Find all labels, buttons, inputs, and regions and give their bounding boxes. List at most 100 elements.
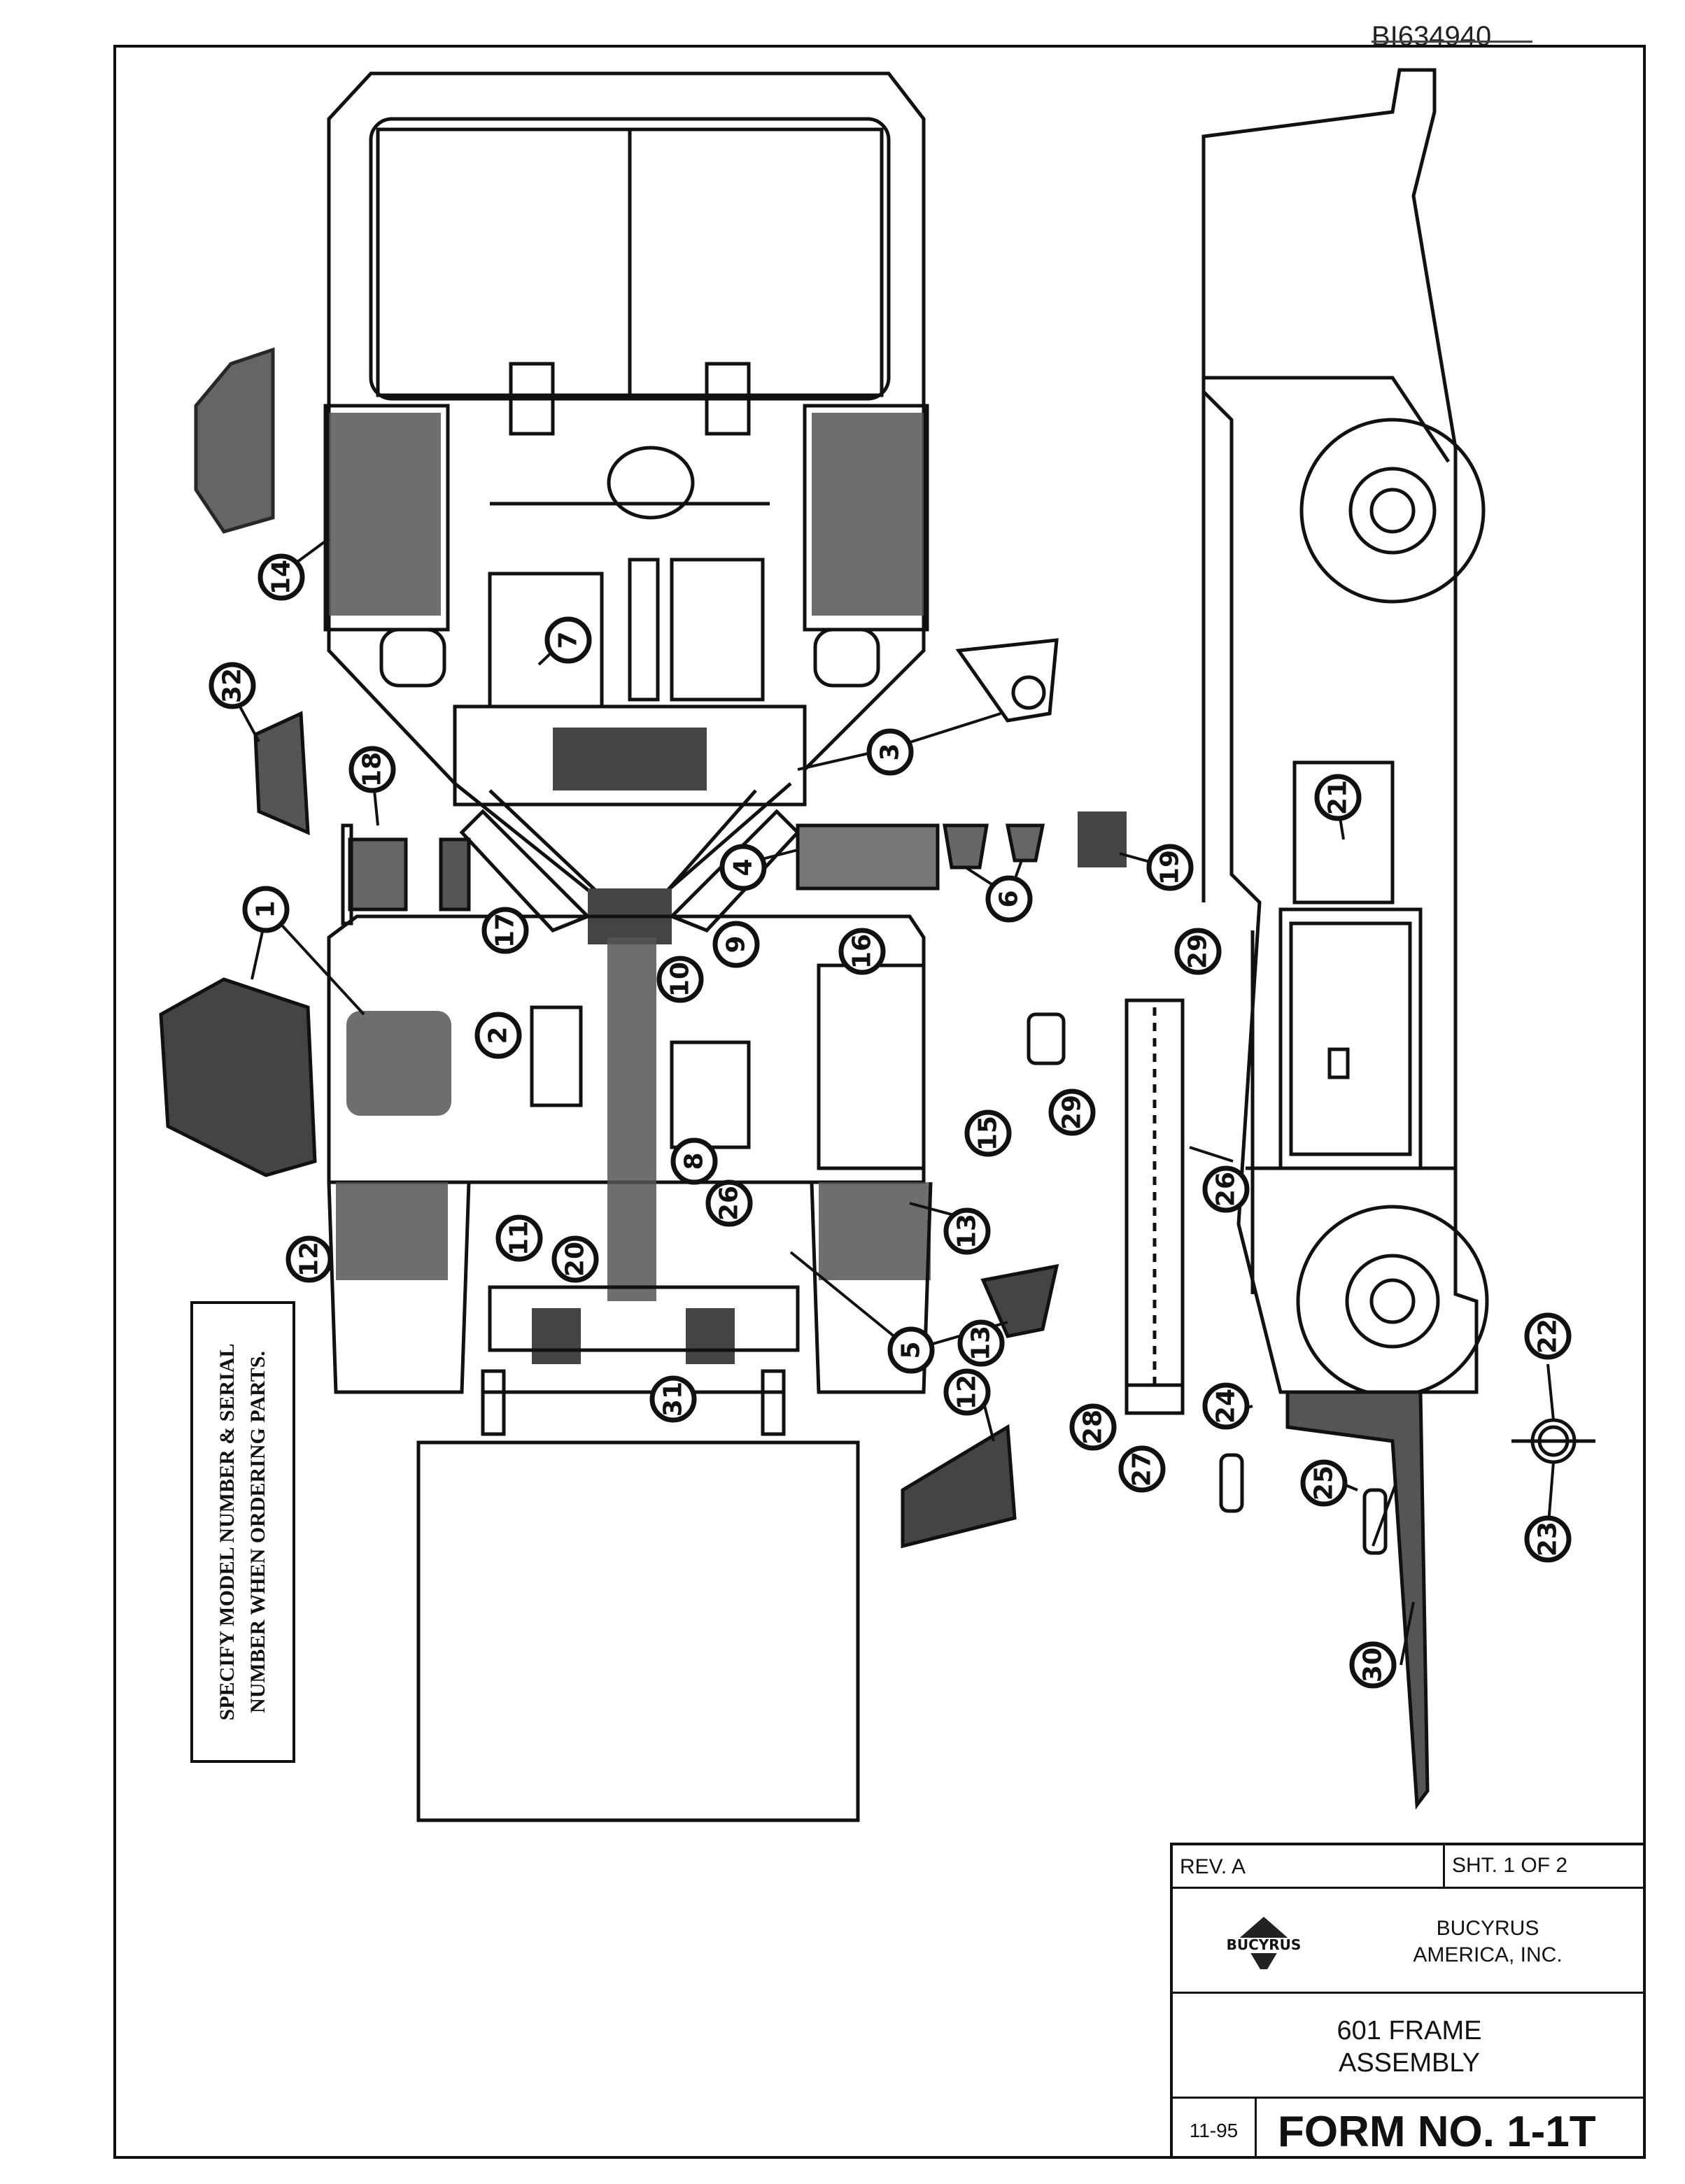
callout-label: 5 [897, 1341, 926, 1359]
drawing-date: 11-95 [1173, 2099, 1257, 2159]
drawing-title-row: 601 FRAME ASSEMBLY [1173, 1994, 1646, 2099]
bucket [416, 1440, 860, 1822]
callout-26a: 26 [1202, 1165, 1250, 1213]
sheet-label: SHT. 1 OF 2 [1452, 1854, 1568, 1877]
callout-3: 3 [866, 728, 914, 776]
rear-fender-left [323, 404, 450, 632]
callout-6a: 6 [985, 875, 1033, 923]
part-18 [348, 837, 408, 912]
callout-22: 22 [1524, 1312, 1572, 1360]
callout-27: 27 [1118, 1445, 1166, 1493]
callout-label: 10 [666, 962, 695, 997]
callout-12a: 12 [285, 1235, 333, 1283]
callout-21: 21 [1314, 774, 1362, 821]
callout-label: 28 [1079, 1410, 1108, 1445]
callout-31: 31 [649, 1375, 697, 1423]
callout-20: 20 [551, 1235, 599, 1283]
callout-label: 3 [876, 743, 905, 760]
part-32 [253, 711, 310, 835]
callout-label: 1 [252, 900, 281, 918]
callout-25: 25 [1300, 1459, 1348, 1507]
callout-label: 25 [1310, 1466, 1339, 1501]
form-number-row: 11-95 FORM NO. 1-1T [1173, 2099, 1646, 2162]
callout-label: 2 [484, 1026, 513, 1044]
callout-6b: 6 [995, 890, 1024, 907]
callout-8: 8 [670, 1137, 718, 1185]
document-id-strikethrough [1372, 41, 1532, 43]
part-14 [194, 347, 275, 534]
callout-label: 20 [561, 1242, 590, 1277]
callout-26b: 26 [705, 1179, 753, 1227]
callout-label: 27 [1128, 1452, 1157, 1487]
callout-label: 4 [729, 858, 758, 876]
form-number: FORM NO. 1-1T [1278, 2108, 1596, 2156]
company-row: BUCYRUS BUCYRUS AMERICA, INC. [1173, 1889, 1646, 1994]
callout-label: 9 [722, 935, 751, 953]
part-3 [955, 638, 1059, 723]
callout-7: 7 [544, 616, 592, 664]
part-1 [159, 977, 317, 1177]
part-17 [439, 837, 471, 912]
part-6b [1005, 823, 1045, 863]
callout-label: 12 [953, 1375, 982, 1410]
callout-23: 23 [1524, 1515, 1572, 1563]
revision-row: REV. A SHT. 1 OF 2 [1173, 1845, 1646, 1889]
sheet-cell: SHT. 1 OF 2 [1443, 1845, 1646, 1889]
title-block: REV. A SHT. 1 OF 2 BUCYRUS BUCYRUS AMERI… [1170, 1843, 1646, 2159]
callout-label: 17 [491, 913, 520, 948]
company-name: BUCYRUS AMERICA, INC. [1413, 1917, 1563, 1966]
part-12 [901, 1424, 1017, 1549]
callout-label: 26 [715, 1186, 744, 1221]
callout-label: 11 [505, 1221, 534, 1256]
callout-5: 5 [887, 1326, 935, 1374]
callout-10: 10 [656, 956, 704, 1003]
callout-label: 31 [659, 1382, 688, 1417]
callout-30: 30 [1349, 1641, 1397, 1689]
callout-12b: 12 [943, 1368, 991, 1416]
callout-14: 14 [258, 553, 305, 601]
callout-32: 32 [209, 662, 256, 709]
part-4 [796, 823, 940, 891]
center-beam [607, 937, 656, 1301]
callout-label: 14 [267, 560, 296, 595]
callout-label: 29 [1184, 934, 1213, 969]
callout-13b: 13 [957, 1319, 1005, 1367]
part-24-pin [1219, 1453, 1244, 1513]
callout-4: 4 [719, 844, 767, 891]
callout-28: 28 [1069, 1403, 1117, 1451]
callout-16: 16 [838, 928, 886, 975]
part-29-clip [1027, 1012, 1066, 1065]
part-19 [1078, 811, 1127, 867]
callout-label: 13 [953, 1214, 982, 1249]
rear-wheel [1299, 418, 1486, 604]
callout-label: 18 [358, 752, 387, 787]
callout-label: 32 [218, 668, 247, 703]
callout-29b: 29 [1048, 1089, 1096, 1136]
callout-2: 2 [474, 1012, 522, 1059]
callout-label: 13 [967, 1326, 996, 1361]
callout-label: 6 [995, 890, 1024, 907]
callout-29a: 29 [1174, 928, 1222, 975]
callout-label: 12 [295, 1242, 324, 1277]
logo-wordmark: BUCYRUS [1227, 1936, 1302, 1953]
callout-label: 21 [1324, 780, 1353, 815]
callout-label: 22 [1534, 1319, 1563, 1354]
revision-label: REV. A [1180, 1855, 1246, 1878]
bucyrus-logo: BUCYRUS [1201, 1917, 1327, 1969]
callout-18: 18 [348, 746, 396, 793]
callout-17: 17 [481, 907, 529, 954]
callout-19: 19 [1146, 844, 1194, 891]
callout-label: 7 [554, 631, 583, 648]
callout-label: 8 [680, 1152, 709, 1170]
part-13 [980, 1263, 1059, 1338]
callout-label: 24 [1212, 1389, 1241, 1424]
callout-label: 26 [1212, 1172, 1241, 1207]
callout-label: 30 [1359, 1647, 1388, 1682]
seat-pad [346, 1011, 451, 1116]
callout-label: 29 [1058, 1095, 1087, 1130]
callout-11: 11 [495, 1214, 543, 1262]
callout-1b: 1 [315, 914, 344, 932]
callout-13a: 13 [943, 1207, 991, 1255]
part-25-pin [1362, 1488, 1388, 1555]
